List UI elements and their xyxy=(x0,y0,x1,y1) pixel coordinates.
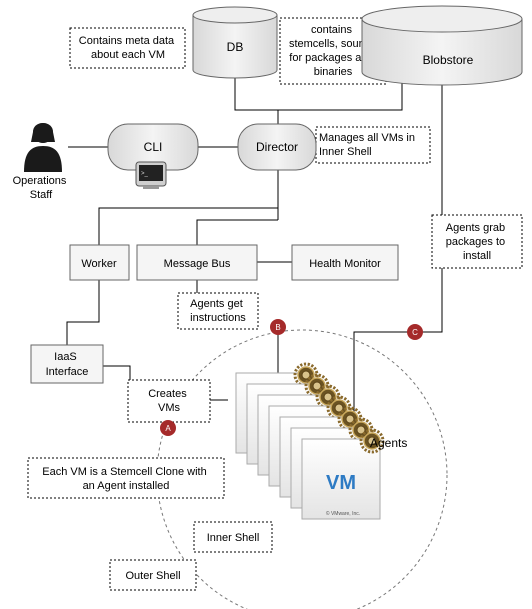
note-creates-vms: Creates VMs xyxy=(127,379,211,423)
vm-card xyxy=(301,438,381,520)
svg-text:contains stemcells, sour: contains stemcells, source for packages … xyxy=(289,24,377,78)
svg-text:Outer Shell: Outer Shell xyxy=(125,570,180,582)
cli-node: CLI xyxy=(107,123,199,171)
note-db: Contains meta data about each VM xyxy=(69,27,186,69)
svg-text:Message Bus: Message Bus xyxy=(164,258,231,270)
note-agents-get-instructions: Agents get instructions xyxy=(177,292,259,330)
svg-text:Agents get instructions: Agents get instructions xyxy=(190,298,246,324)
blobstore-cylinder: Blobstore xyxy=(361,5,523,86)
health-monitor-box: Health Monitor xyxy=(291,244,399,281)
svg-text:Worker: Worker xyxy=(81,258,117,270)
operations-staff-label: Operations Staff xyxy=(13,175,70,201)
message-bus-box: Message Bus xyxy=(136,244,258,281)
director-node: Director xyxy=(237,123,317,171)
marker-b: B xyxy=(270,319,286,335)
gear-icon xyxy=(359,428,385,454)
svg-text:Creates VMs: Creates VMs xyxy=(148,388,190,414)
terminal-icon: >_ xyxy=(135,161,167,189)
note-inner-shell: Inner Shell xyxy=(193,521,273,553)
vm-credit-label: © VMware, Inc. xyxy=(326,510,360,517)
svg-text:Director: Director xyxy=(256,140,298,154)
vm-stack: VM © VMware, Inc. Agents xyxy=(235,362,407,520)
operations-staff-icon xyxy=(24,123,62,172)
marker-a: A xyxy=(160,420,176,436)
svg-text:Contains meta data about: Contains meta data about each VM xyxy=(79,35,177,61)
svg-text:Manages all VMs in Inner: Manages all VMs in Inner Shell xyxy=(319,132,418,158)
note-stemcell-clone: Each VM is a Stemcell Clone with an Agen… xyxy=(27,457,225,499)
svg-text:B: B xyxy=(275,323,280,332)
note-director: Manages all VMs in Inner Shell xyxy=(315,126,431,164)
iaas-interface-box: IaaS Interface xyxy=(30,344,104,384)
note-outer-shell: Outer Shell xyxy=(109,559,197,591)
svg-text:>_: >_ xyxy=(141,171,149,177)
db-cylinder: DB xyxy=(192,6,278,79)
vm-logo-label: VM xyxy=(326,472,356,494)
connectors xyxy=(66,78,443,430)
outer-shell-boundary xyxy=(156,329,448,609)
svg-text:C: C xyxy=(412,328,418,337)
svg-text:DB: DB xyxy=(227,40,244,54)
marker-c: C xyxy=(407,324,423,340)
svg-text:Health Monitor: Health Monitor xyxy=(309,258,381,270)
note-agents-grab-packages: Agents grab packages to install xyxy=(431,214,523,269)
svg-text:Inner Shell: Inner Shell xyxy=(207,532,260,544)
svg-text:Agents grab packages to: Agents grab packages to install xyxy=(446,222,508,262)
svg-text:IaaS Interface: IaaS Interface xyxy=(46,351,89,378)
svg-text:CLI: CLI xyxy=(144,140,163,154)
svg-text:A: A xyxy=(165,424,171,433)
svg-text:Each VM is a Stemcell Clone wi: Each VM is a Stemcell Clone with an Agen… xyxy=(42,466,210,492)
svg-text:Blobstore: Blobstore xyxy=(423,53,474,67)
agents-label: Agents xyxy=(370,436,407,450)
worker-box: Worker xyxy=(69,244,130,281)
